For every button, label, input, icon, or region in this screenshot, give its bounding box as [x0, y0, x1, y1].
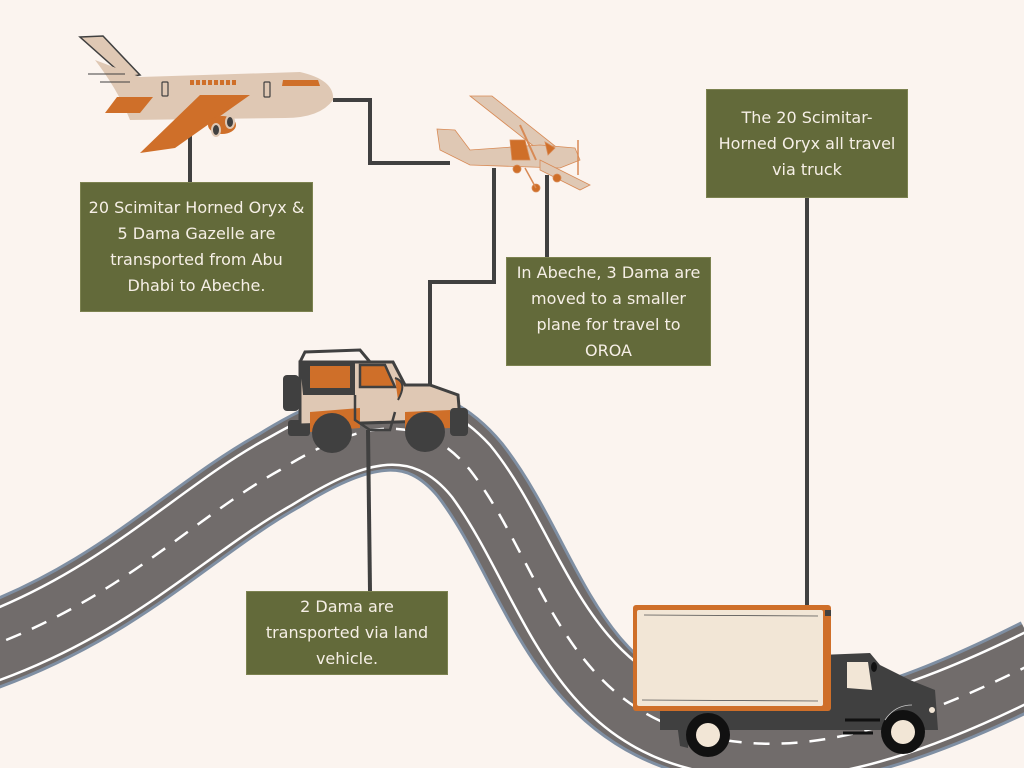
large-airplane-icon: [78, 35, 334, 153]
winding-road: [0, 385, 1024, 768]
info-text-transfer: In Abeche, 3 Dama are moved to a smaller…: [516, 262, 701, 360]
connector-small-plane-to-jeep: [428, 168, 496, 385]
info-box-flight: 20 Scimitar Horned Oryx & 5 Dama Gazelle…: [80, 182, 313, 312]
connector-plane-to-small-plane: [333, 98, 450, 165]
info-box-transfer: In Abeche, 3 Dama are moved to a smaller…: [506, 257, 711, 366]
info-box-truck: The 20 Scimitar-Horned Oryx all travel v…: [706, 89, 908, 198]
small-plane-icon: [436, 95, 591, 193]
info-box-land: 2 Dama are transported via land vehicle.: [246, 591, 448, 675]
box-truck-icon: [633, 605, 938, 757]
info-text-truck: The 20 Scimitar-Horned Oryx all travel v…: [718, 107, 896, 179]
info-text-land: 2 Dama are transported via land vehicle.: [265, 597, 429, 668]
road-center-dashes: [0, 427, 1024, 745]
road-edge-line-bottom: [0, 463, 1024, 768]
connector-jeep-to-land-box: [366, 429, 372, 592]
connector-lines: [188, 98, 809, 607]
jeep-icon: [283, 348, 468, 453]
info-text-flight: 20 Scimitar Horned Oryx & 5 Dama Gazelle…: [88, 198, 305, 295]
